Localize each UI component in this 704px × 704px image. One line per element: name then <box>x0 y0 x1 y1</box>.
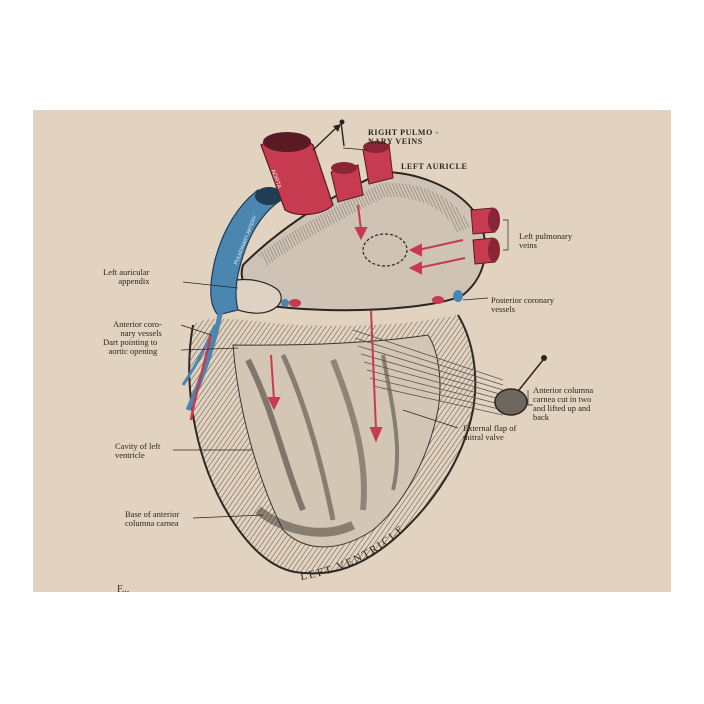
anterior-coronary-vessels-label: Anterior coro- nary vessels <box>113 319 162 338</box>
leader-lines <box>173 147 533 519</box>
mitral-opening <box>362 233 408 267</box>
external-flap-mitral-label: External flap of mitral valve <box>463 423 517 442</box>
columna-carnea-stump <box>494 388 528 416</box>
chordae-tendineae <box>352 329 504 416</box>
left-auricular-appendix-label: Left auricular appendix <box>103 267 150 286</box>
cavity-left-ventricle-label: Cavity of left ventricle <box>115 441 161 460</box>
posterior-coronary-vessels-label: Posterior coronary vessels <box>491 295 555 314</box>
dart-pin <box>312 127 337 151</box>
posterior-coronary-blue <box>453 290 463 302</box>
heart-illustration: LEFT VENTRICLE AORTA PULMONARY ARTERY <box>173 119 547 583</box>
right-pulmonary-veins-label: RIGHT PULMO - NARY VEINS <box>368 128 439 146</box>
posterior-coronary-red <box>432 296 444 304</box>
left-pulmonary-veins-label: Left pulmonary veins <box>519 231 573 250</box>
anterior-columna-carnea-label: Anterior columna carnea cut in two and l… <box>533 385 594 422</box>
dart-aortic-opening-label: Dart pointing to aortic opening <box>103 337 158 356</box>
figure-caption: F... <box>117 584 130 592</box>
blood-flow-arrows <box>267 204 466 443</box>
base-anterior-columna-label: Base of anterior columna carnea <box>125 509 180 528</box>
vintage-anatomy-plate: LEFT VENTRICLE AORTA PULMONARY ARTERY RI… <box>33 110 671 592</box>
left-auricle-label: LEFT AURICLE <box>401 162 468 171</box>
